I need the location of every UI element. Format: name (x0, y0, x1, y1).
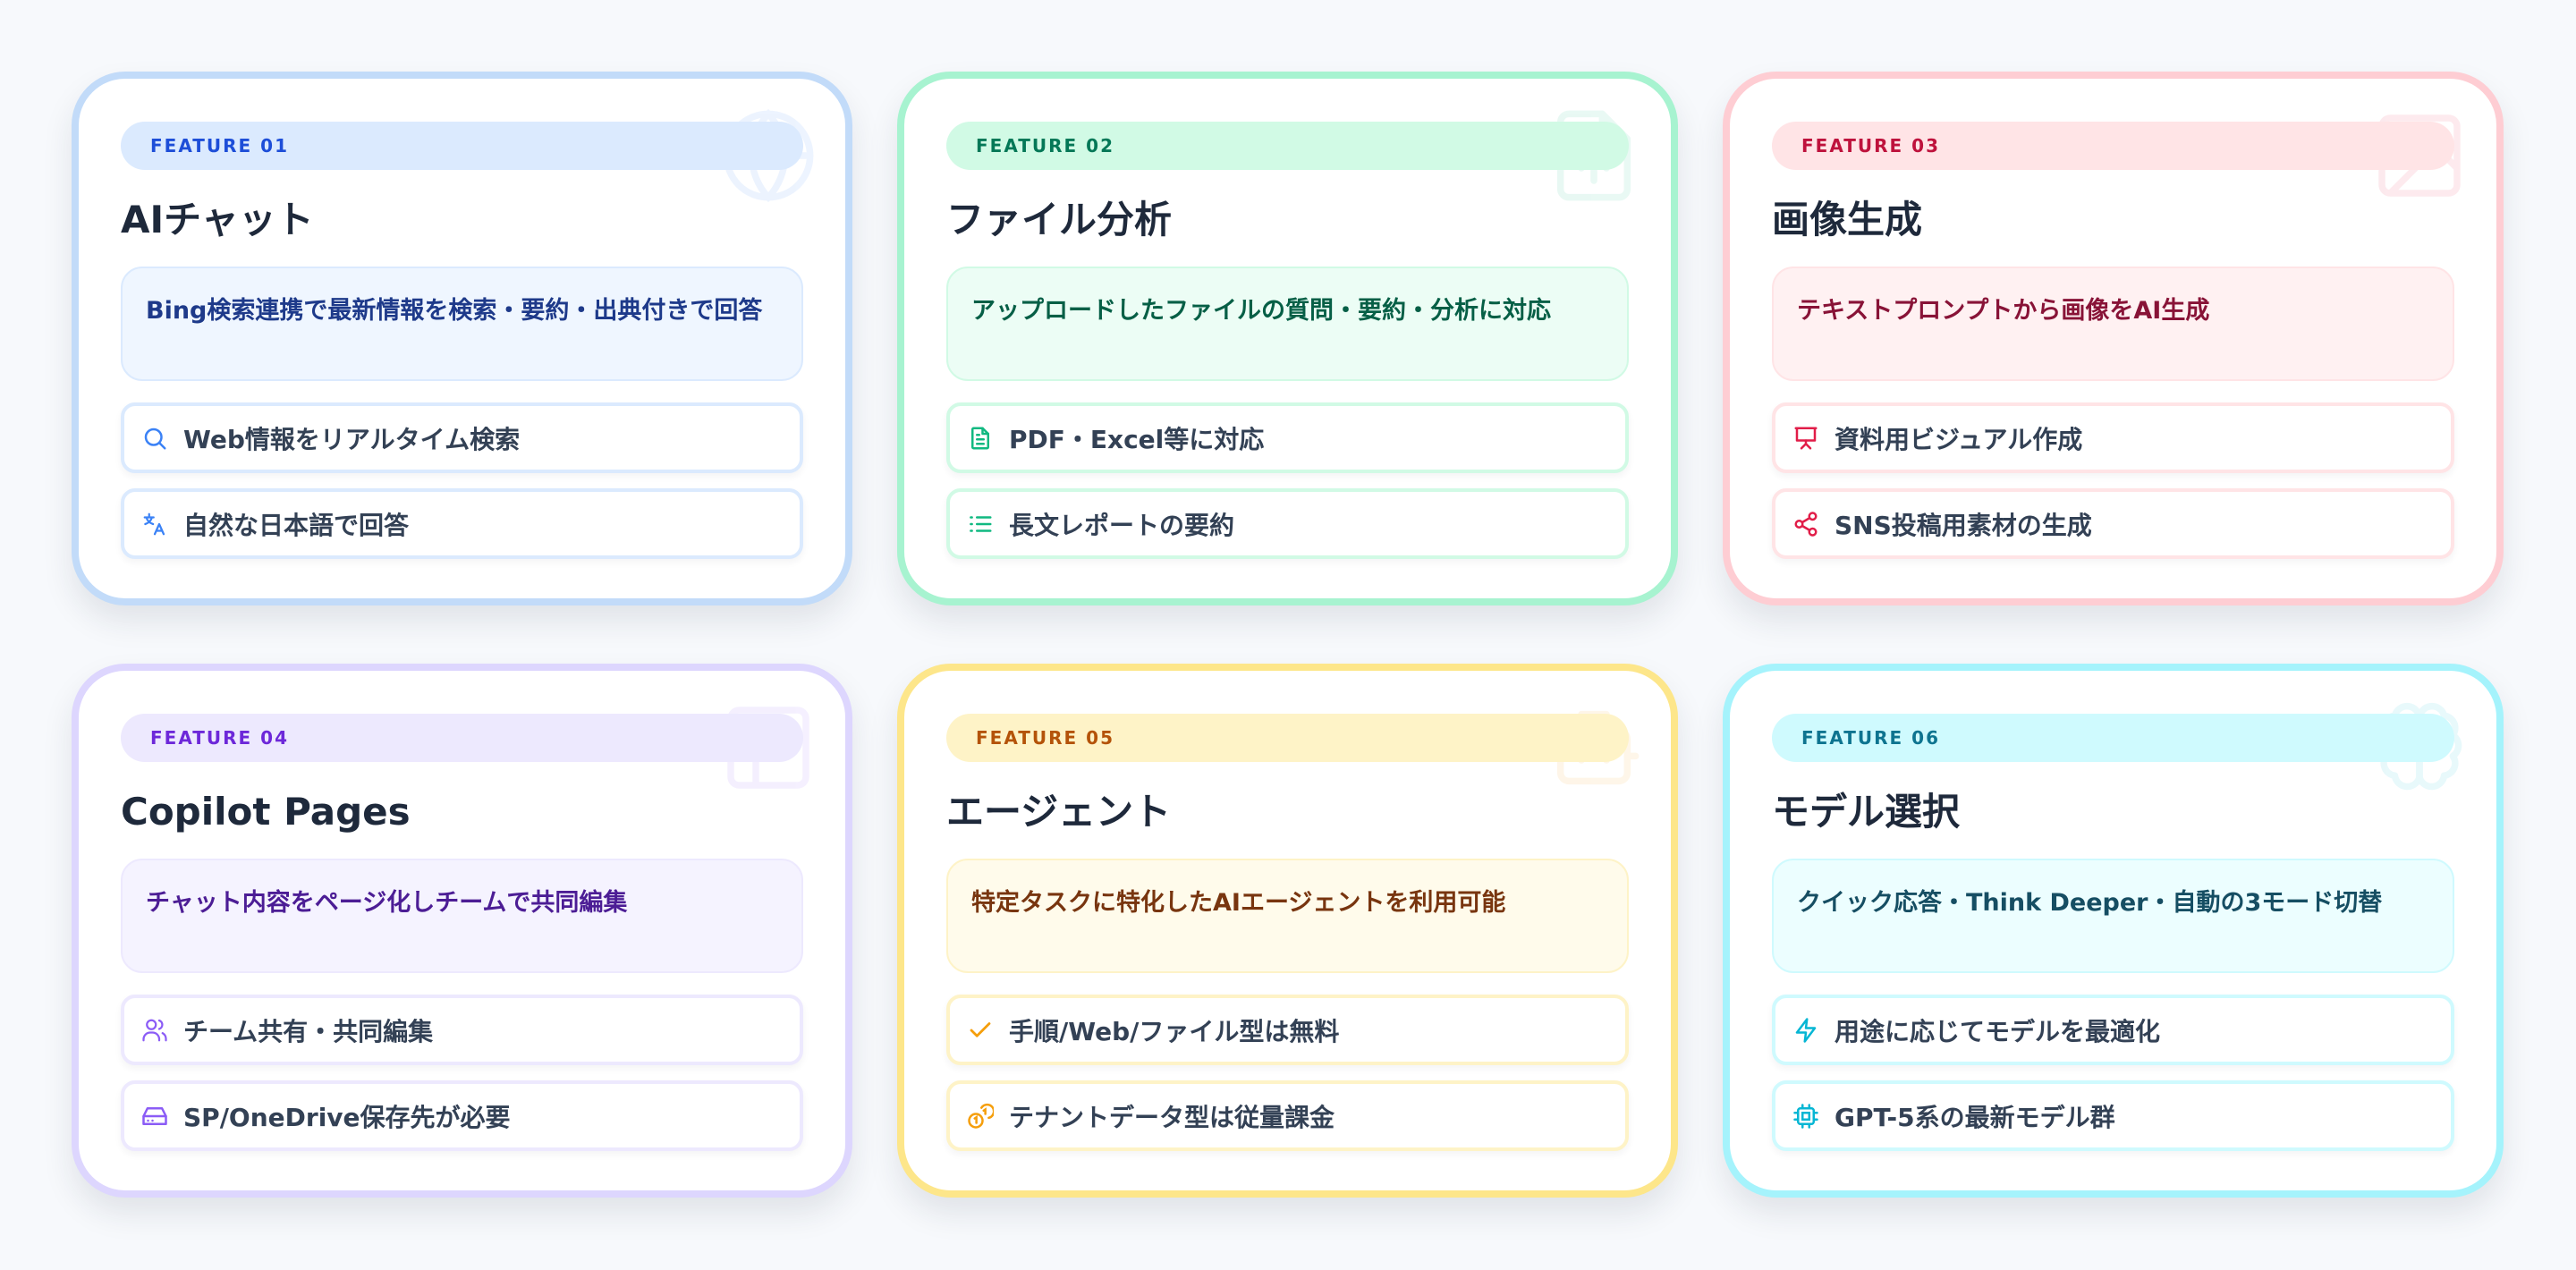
lightning-icon (1792, 1016, 1820, 1045)
feature-badge-label: FEATURE 03 (1801, 135, 1940, 157)
feature-card-1: FEATURE 01 AIチャット Bing検索連携で最新情報を検索・要約・出典… (72, 72, 852, 605)
feature-grid: FEATURE 01 AIチャット Bing検索連携で最新情報を検索・要約・出典… (72, 72, 2504, 1198)
feature-badge: FEATURE 05 (946, 714, 1629, 762)
presentation-icon (1792, 424, 1820, 453)
feature-item-label: 長文レポートの要約 (1009, 510, 1235, 540)
feature-description: 特定タスクに特化したAIエージェントを利用可能 (946, 859, 1629, 973)
feature-item: 手順/Web/ファイル型は無料 (946, 995, 1629, 1065)
feature-item-label: 用途に応じてモデルを最適化 (1835, 1016, 2161, 1046)
feature-description: チャット内容をページ化しチームで共同編集 (121, 859, 803, 973)
feature-item: PDF・Excel等に対応 (946, 402, 1629, 473)
feature-item: 自然な日本語で回答 (121, 488, 803, 559)
feature-item: 用途に応じてモデルを最適化 (1772, 995, 2454, 1065)
feature-item-label: 自然な日本語で回答 (183, 510, 410, 540)
feature-card-4: FEATURE 04 Copilot Pages チャット内容をページ化しチーム… (72, 664, 852, 1198)
feature-title: エージェント (946, 790, 1172, 834)
feature-item: チーム共有・共同編集 (121, 995, 803, 1065)
feature-item: SP/OneDrive保存先が必要 (121, 1080, 803, 1151)
feature-item-label: テナントデータ型は従量課金 (1009, 1102, 1335, 1132)
feature-card-2: FEATURE 02 ファイル分析 アップロードしたファイルの質問・要約・分析に… (897, 72, 1678, 605)
feature-title: モデル選択 (1772, 790, 1961, 834)
search-icon (140, 424, 169, 453)
feature-description: アップロードしたファイルの質問・要約・分析に対応 (946, 267, 1629, 381)
feature-badge-label: FEATURE 01 (150, 135, 289, 157)
feature-description: Bing検索連携で最新情報を検索・要約・出典付きで回答 (121, 267, 803, 381)
feature-item-label: PDF・Excel等に対応 (1009, 424, 1265, 454)
feature-badge: FEATURE 02 (946, 122, 1629, 170)
feature-badge-label: FEATURE 06 (1801, 727, 1940, 749)
feature-title: AIチャット (121, 198, 314, 241)
feature-card-3: FEATURE 03 画像生成 テキストプロンプトから画像をAI生成 資料用ビジ… (1723, 72, 2504, 605)
feature-item-list: 資料用ビジュアル作成 SNS投稿用素材の生成 (1772, 402, 2454, 559)
feature-item-label: SP/OneDrive保存先が必要 (183, 1102, 511, 1132)
drive-icon (140, 1102, 169, 1130)
users-icon (140, 1016, 169, 1045)
list-icon (966, 510, 995, 538)
translate-icon (140, 510, 169, 538)
feature-item-list: 手順/Web/ファイル型は無料 テナントデータ型は従量課金 (946, 995, 1629, 1151)
feature-item-label: 資料用ビジュアル作成 (1835, 424, 2083, 454)
coins-icon (966, 1102, 995, 1130)
feature-badge: FEATURE 04 (121, 714, 803, 762)
feature-item: 資料用ビジュアル作成 (1772, 402, 2454, 473)
feature-item: テナントデータ型は従量課金 (946, 1080, 1629, 1151)
feature-description: クイック応答・Think Deeper・自動の3モード切替 (1772, 859, 2454, 973)
feature-item-list: PDF・Excel等に対応 長文レポートの要約 (946, 402, 1629, 559)
feature-title: 画像生成 (1772, 198, 1923, 241)
feature-badge: FEATURE 01 (121, 122, 803, 170)
feature-item-list: 用途に応じてモデルを最適化 GPT-5系の最新モデル群 (1772, 995, 2454, 1151)
feature-title: Copilot Pages (121, 790, 411, 834)
check-icon (966, 1016, 995, 1045)
feature-card-5: FEATURE 05 エージェント 特定タスクに特化したAIエージェントを利用可… (897, 664, 1678, 1198)
feature-badge-label: FEATURE 05 (976, 727, 1114, 749)
feature-item: Web情報をリアルタイム検索 (121, 402, 803, 473)
feature-item: SNS投稿用素材の生成 (1772, 488, 2454, 559)
feature-item-label: GPT-5系の最新モデル群 (1835, 1102, 2115, 1132)
feature-title: ファイル分析 (946, 198, 1173, 241)
feature-badge: FEATURE 06 (1772, 714, 2454, 762)
feature-description: テキストプロンプトから画像をAI生成 (1772, 267, 2454, 381)
share-icon (1792, 510, 1820, 538)
feature-badge: FEATURE 03 (1772, 122, 2454, 170)
feature-card-6: FEATURE 06 モデル選択 クイック応答・Think Deeper・自動の… (1723, 664, 2504, 1198)
feature-item-label: SNS投稿用素材の生成 (1835, 510, 2092, 540)
file-text-icon (966, 424, 995, 453)
feature-badge-label: FEATURE 04 (150, 727, 289, 749)
feature-item: 長文レポートの要約 (946, 488, 1629, 559)
feature-item-list: チーム共有・共同編集 SP/OneDrive保存先が必要 (121, 995, 803, 1151)
chip-icon (1792, 1102, 1820, 1130)
feature-item-list: Web情報をリアルタイム検索 自然な日本語で回答 (121, 402, 803, 559)
feature-item-label: Web情報をリアルタイム検索 (183, 424, 521, 454)
feature-badge-label: FEATURE 02 (976, 135, 1114, 157)
feature-item-label: 手順/Web/ファイル型は無料 (1009, 1016, 1340, 1046)
feature-item-label: チーム共有・共同編集 (183, 1016, 434, 1046)
feature-item: GPT-5系の最新モデル群 (1772, 1080, 2454, 1151)
